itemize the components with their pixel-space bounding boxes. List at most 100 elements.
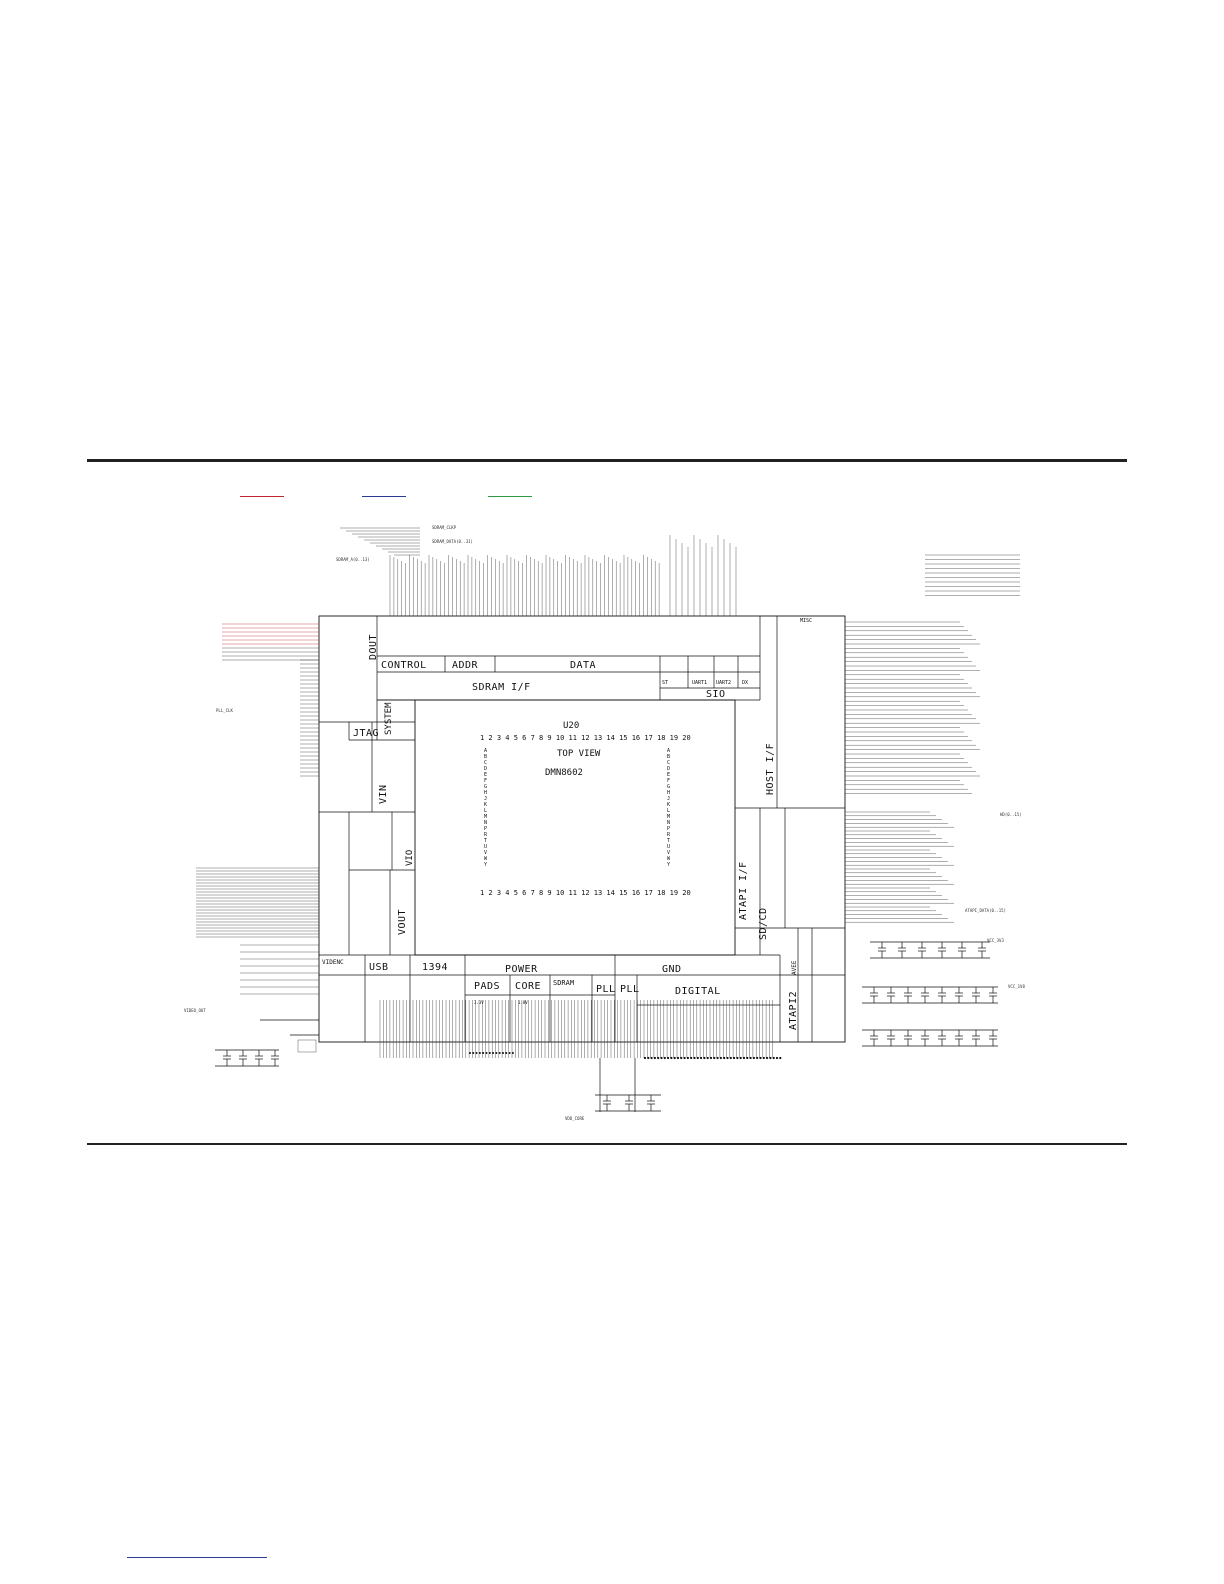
pin-dot (759, 1056, 762, 1060)
legend-green-line (488, 496, 532, 497)
block-vin: VIN (378, 784, 389, 804)
block-core: CORE (515, 981, 541, 992)
row-letter-right: F (667, 778, 670, 784)
pin-dot (769, 1056, 772, 1060)
row-letter-right: M (667, 814, 670, 820)
block-sdram: SDRAM (553, 979, 574, 987)
row-letter-left: D (484, 766, 487, 772)
wiring (196, 527, 1020, 1112)
row-letter-left: M (484, 814, 487, 820)
row-letter-right: B (667, 754, 670, 760)
pin-dot (709, 1056, 713, 1060)
pin-dot (779, 1056, 782, 1060)
row-letter-left: H (484, 790, 487, 796)
pin-dot (485, 1052, 488, 1054)
block-pll-2: PLL (620, 984, 640, 995)
pin-dot (746, 1056, 749, 1060)
row-letter-right: D (667, 766, 670, 772)
row-letter-right: K (667, 802, 670, 808)
row-letter-right: P (667, 826, 670, 832)
pin-dot (756, 1056, 759, 1060)
row-letter-right: J (667, 796, 670, 802)
block-uart1: UART1 (692, 680, 707, 686)
block-uart2: UART2 (716, 680, 731, 686)
pin-dot (488, 1052, 491, 1054)
pin-dot (729, 1056, 732, 1060)
pin-dot (502, 1052, 504, 1054)
row-letter-left: T (484, 838, 487, 844)
pin-dot (469, 1052, 471, 1054)
block-dout: DOUT (368, 634, 379, 660)
pin-dot (716, 1056, 719, 1060)
row-letter-left: U (484, 844, 487, 850)
block-control: CONTROL (381, 660, 427, 671)
net-sdram-data: SDRAM_DATA(0..31) (432, 539, 473, 544)
block-dx: DX (742, 680, 748, 686)
pin-dot (723, 1056, 726, 1060)
pin-dot (719, 1056, 723, 1060)
block-gnd: GND (662, 964, 682, 975)
footer-link-underline (127, 1557, 267, 1558)
rail-1v8: 1.8V (518, 1000, 528, 1005)
row-letter-right: V (667, 850, 670, 856)
row-letter-right: W (667, 856, 671, 862)
chip-ref: U20 (563, 721, 579, 731)
pin-dot (762, 1056, 765, 1060)
net-vcc-1v8: VCC_1V8 (1008, 984, 1025, 989)
block-power: POWER (505, 964, 538, 975)
net-hd-data: HD(0..15) (1000, 812, 1022, 817)
row-letter-left: G (484, 784, 487, 790)
pin-dot (667, 1056, 670, 1060)
pin-dot (696, 1056, 699, 1060)
block-videnc: VIDENC (322, 959, 344, 966)
pin-dot (663, 1056, 666, 1060)
pin-dot (482, 1052, 485, 1054)
row-letter-left: C (484, 760, 487, 766)
chip-view: TOP VIEW (557, 749, 601, 759)
pin-dot (472, 1052, 475, 1054)
row-letter-right: C (667, 760, 670, 766)
block-avee: AVEE (791, 960, 798, 975)
pin-dot (706, 1056, 709, 1060)
pin-dot (693, 1056, 696, 1060)
pin-dot (739, 1056, 742, 1060)
block-misc: MISC (800, 618, 812, 624)
row-letter-right: Y (667, 862, 670, 868)
pin-dot (657, 1056, 660, 1060)
row-letter-left: R (484, 832, 488, 838)
row-letter-left: J (484, 796, 487, 802)
pin-dot (700, 1056, 703, 1060)
pin-dot (749, 1056, 752, 1060)
block-atapi-if: ATAPI I/F (738, 861, 749, 920)
block-usb: USB (369, 962, 389, 973)
pin-dot (650, 1056, 653, 1060)
net-atapi-data: ATAPI_DATA(0..15) (965, 908, 1006, 913)
pin-dot (703, 1056, 706, 1060)
block-pads: PADS (474, 981, 500, 992)
top-divider (87, 459, 1127, 462)
pin-dot (478, 1052, 481, 1054)
pin-dot (508, 1052, 511, 1054)
row-letter-right: G (667, 784, 670, 790)
block-host-if: HOST I/F (765, 743, 776, 795)
net-sdram-clkp: SDRAM_CLKP (432, 525, 457, 530)
pin-dot (766, 1056, 769, 1060)
block-jtag: JTAG (353, 728, 379, 739)
pin-dot (736, 1056, 739, 1060)
ic-outline (318, 615, 846, 1043)
pin-dot (680, 1056, 683, 1060)
net-vdd-core: VDD_CORE (565, 1116, 585, 1121)
row-letter-right: L (667, 808, 670, 814)
pin-dot (686, 1056, 690, 1060)
block-data: DATA (570, 660, 596, 671)
row-letter-right: A (667, 748, 670, 754)
row-letter-left: N (484, 820, 487, 826)
chip-col-numbers-top: 1 2 3 4 5 6 7 8 9 10 11 12 13 14 15 16 1… (480, 734, 691, 742)
row-letter-left: P (484, 826, 487, 832)
block-digital: DIGITAL (675, 986, 721, 997)
row-letter-left: B (484, 754, 487, 760)
block-pll-1: PLL (596, 984, 616, 995)
